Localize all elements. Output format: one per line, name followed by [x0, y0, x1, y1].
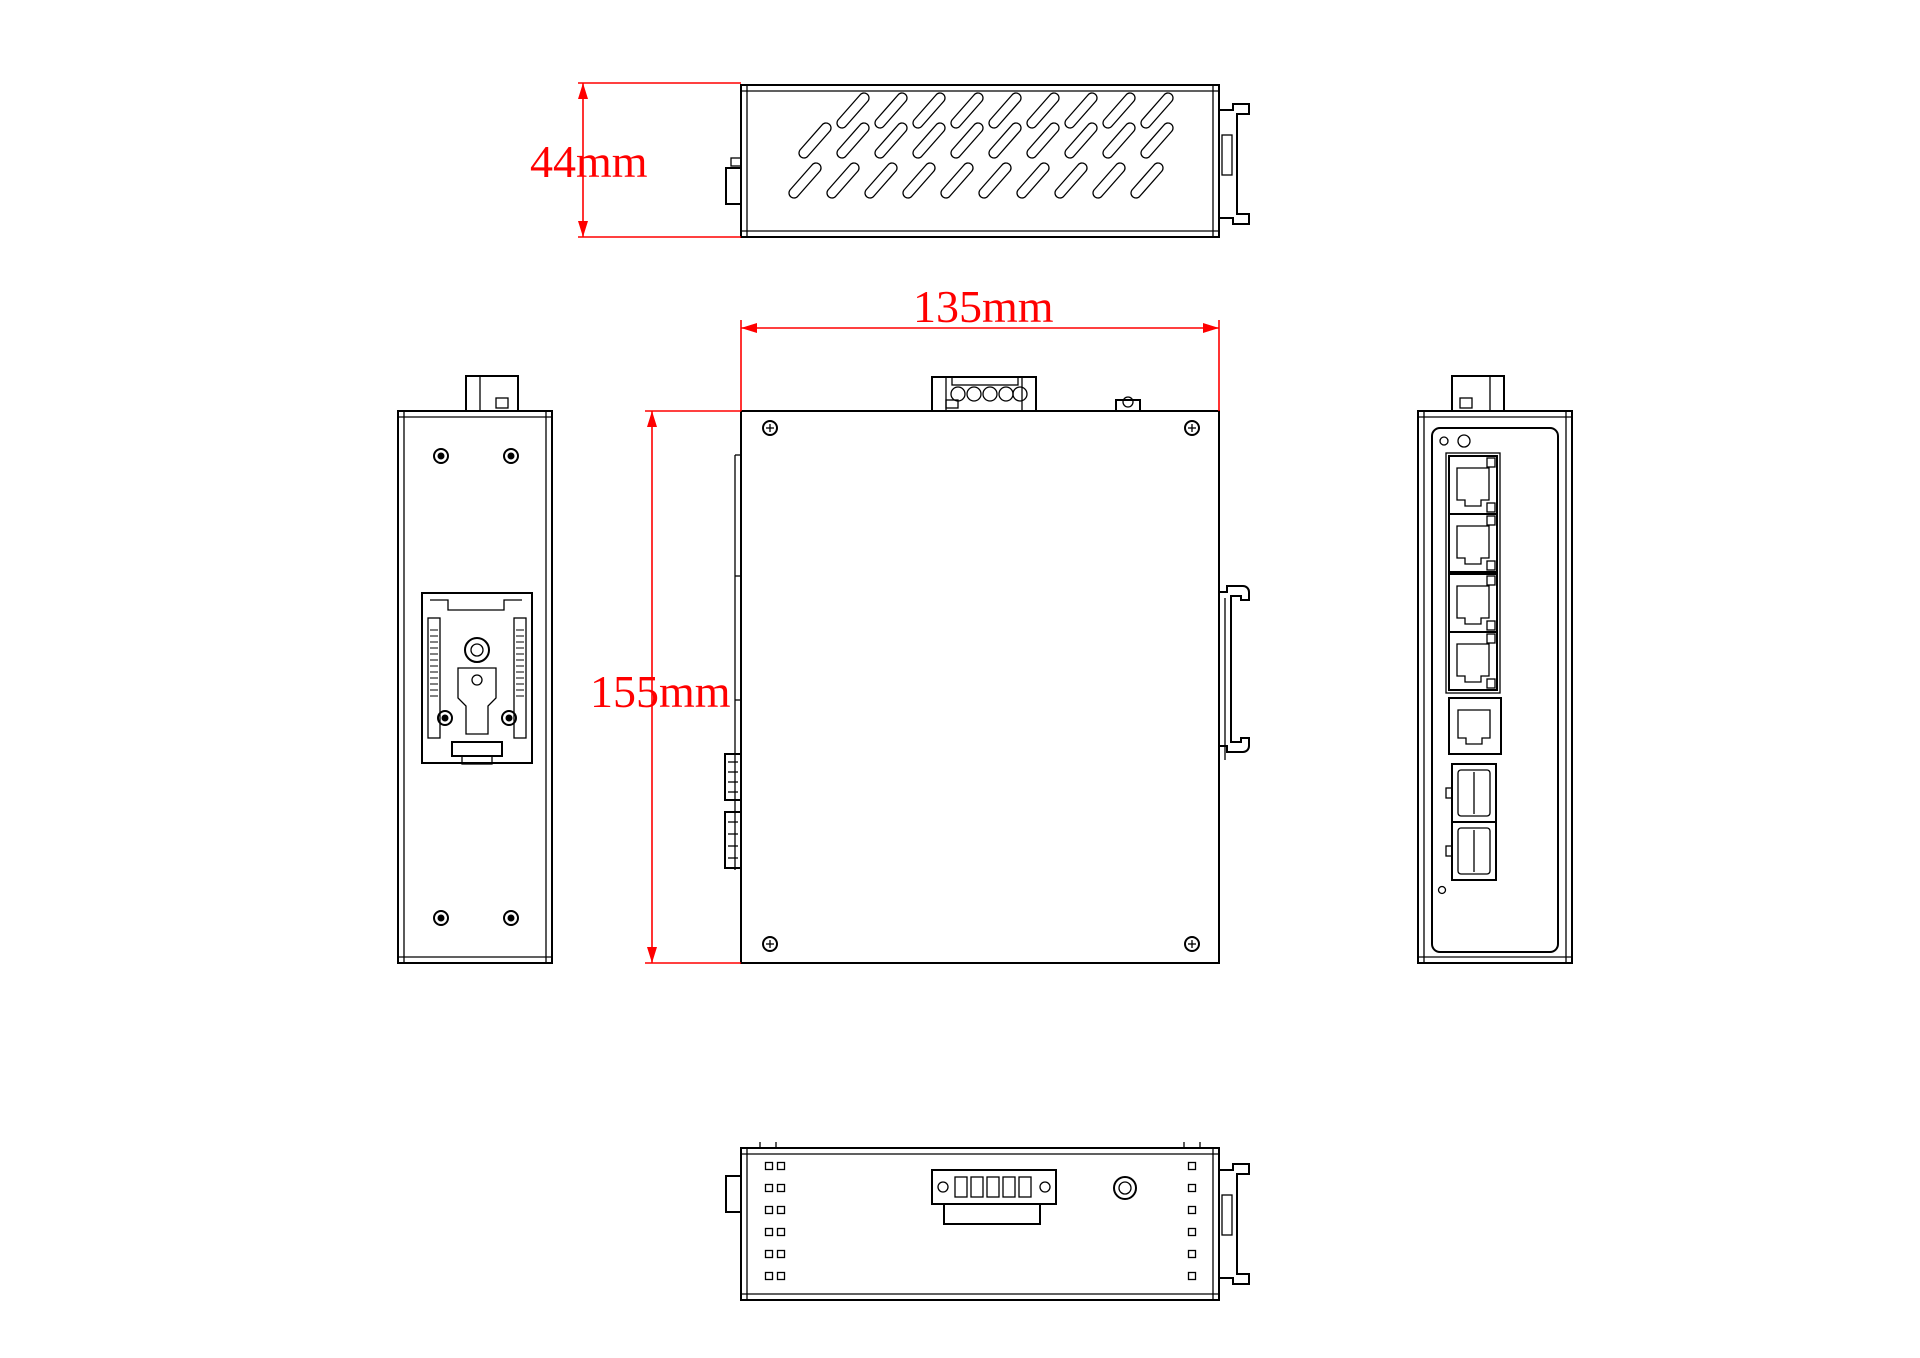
rj45-port-icon [1448, 455, 1498, 691]
terminal-block-icon [931, 1169, 1057, 1225]
dimension-width: 135mm [740, 281, 1220, 411]
dimension-depth-label: 155mm [590, 666, 731, 717]
screw-icon [1113, 1176, 1137, 1200]
dimension-height-label: 44mm [530, 136, 648, 187]
console-port-icon [1448, 697, 1502, 755]
din-rail-clip-icon [421, 592, 533, 765]
led-indicators [764, 1161, 1197, 1281]
dimension-depth: 155mm [590, 410, 741, 964]
dimension-height: 44mm [530, 82, 741, 238]
bottom-view [725, 1142, 1250, 1301]
front-view: 135mm 155mm [590, 281, 1250, 964]
vent-slots [788, 92, 1174, 199]
sfp-port-icon [1445, 763, 1497, 881]
dimension-width-label: 135mm [913, 281, 1054, 332]
left-side-view [397, 375, 553, 964]
terminal-block-icon [931, 376, 1037, 412]
right-side-view [1417, 375, 1573, 964]
top-view: 44mm [530, 82, 1250, 238]
